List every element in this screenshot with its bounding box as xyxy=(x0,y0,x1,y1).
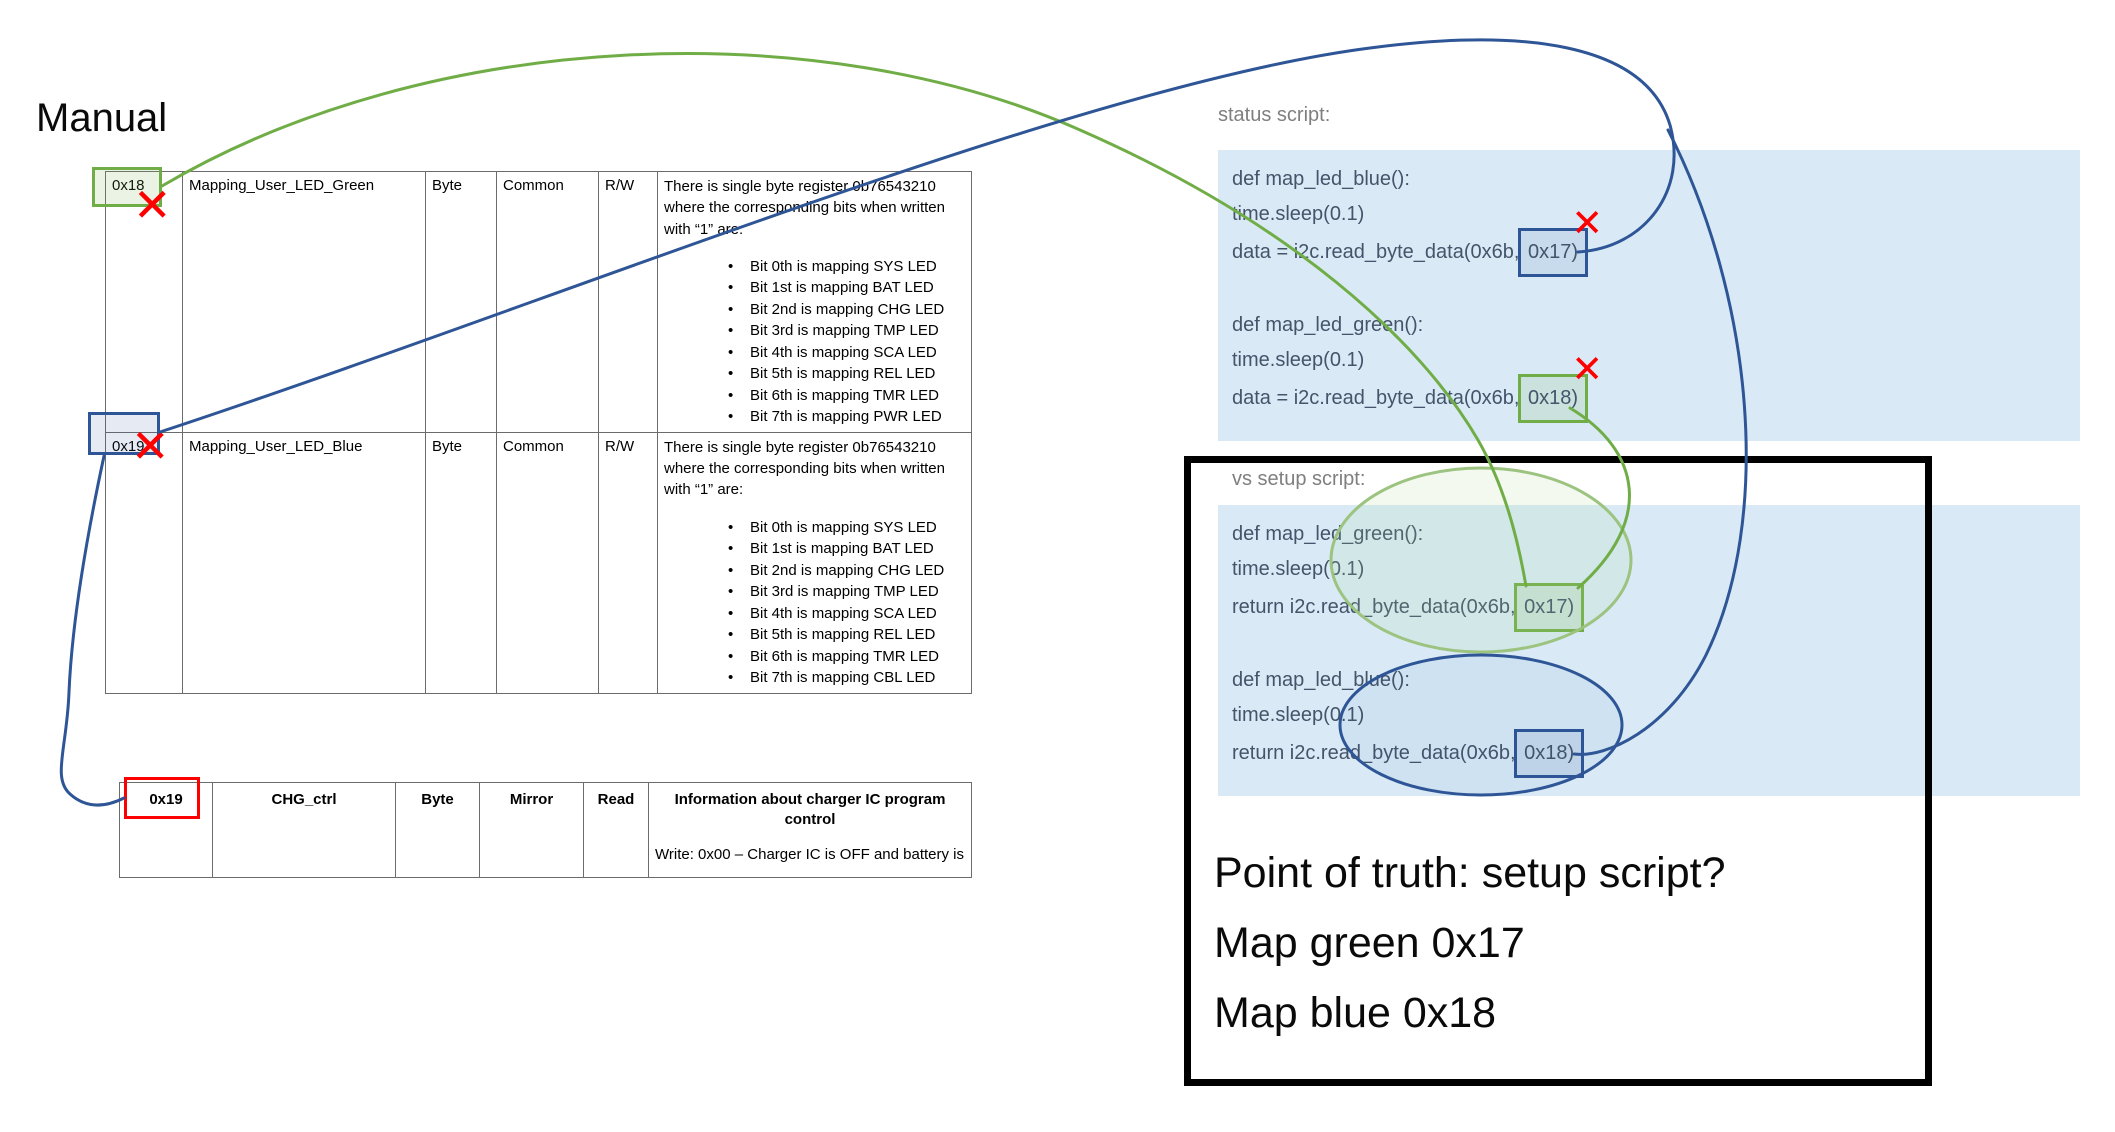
mirror-size-cell: Byte xyxy=(395,782,480,878)
code-line: time.sleep(0.1) xyxy=(1232,704,1365,726)
x-mark-icon: ✕ xyxy=(131,420,170,472)
bullet-item: Bit 0th is mapping SYS LED xyxy=(728,517,965,539)
bullet-item: Bit 4th is mapping SCA LED xyxy=(728,342,965,364)
register-table: 0x18 Mapping_User_LED_Green Byte Common … xyxy=(105,171,972,694)
bullet-item: Bit 6th is mapping TMR LED xyxy=(728,385,965,407)
reg-name-cell: Mapping_User_LED_Green xyxy=(182,171,426,433)
mirror-description-line: Write: 0x00 – Charger IC is OFF and batt… xyxy=(655,845,965,863)
bullet-list: Bit 0th is mapping SYS LED Bit 1st is ma… xyxy=(664,256,965,428)
comparison-box xyxy=(1184,456,1932,1086)
highlight-box-manual-0x18 xyxy=(92,167,162,207)
highlight-box-status-0x17: 0x17)✕ xyxy=(1518,205,1603,277)
reg-access-cell: Common xyxy=(496,431,599,694)
code-line: def map_led_green(): xyxy=(1232,314,1424,336)
reg-description-cell: There is single byte register 0b76543210… xyxy=(657,171,972,433)
table-row: 0x19 CHG_ctrl Byte Mirror Read Informati… xyxy=(119,782,972,878)
bullet-item: Bit 2nd is mapping CHG LED xyxy=(728,560,965,582)
reg-rw-cell: R/W xyxy=(598,171,658,433)
table-row: 0x18 Mapping_User_LED_Green Byte Common … xyxy=(105,171,972,433)
description-intro: There is single byte register 0b76543210… xyxy=(664,438,945,499)
bullet-list: Bit 0th is mapping SYS LED Bit 1st is ma… xyxy=(664,517,965,689)
code-text: data = i2c.read_byte_data(0x6b, xyxy=(1232,241,1525,263)
mirror-rw-cell: Read xyxy=(583,782,649,878)
conclusion-line: Map green 0x17 xyxy=(1214,919,1525,967)
bullet-item: Bit 2nd is mapping CHG LED xyxy=(728,299,965,321)
highlight-box-mirror-0x19 xyxy=(124,777,200,819)
mirror-table: 0x19 CHG_ctrl Byte Mirror Read Informati… xyxy=(119,782,972,878)
bullet-item: Bit 3rd is mapping TMP LED xyxy=(728,320,965,342)
manual-title: Manual xyxy=(36,96,168,140)
reg-name-cell: Mapping_User_LED_Blue xyxy=(182,431,426,694)
bullet-item: Bit 7th is mapping CBL LED xyxy=(728,667,965,689)
code-line: def map_led_blue(): xyxy=(1232,168,1410,190)
bullet-item: Bit 6th is mapping TMR LED xyxy=(728,646,965,668)
status-script-label: status script: xyxy=(1218,104,1331,126)
reg-size-cell: Byte xyxy=(425,171,497,433)
setup-script-label: vs setup script: xyxy=(1232,468,1366,490)
bullet-item: Bit 1st is mapping BAT LED xyxy=(728,277,965,299)
reg-rw-cell: R/W xyxy=(598,431,658,694)
mirror-description-cell: Information about charger IC program con… xyxy=(648,782,972,878)
table-row: 0x19 Mapping_User_LED_Blue Byte Common R… xyxy=(105,431,972,694)
bullet-item: Bit 3rd is mapping TMP LED xyxy=(728,581,965,603)
highlight-box-manual-0x19 xyxy=(88,412,160,455)
bullet-item: Bit 5th is mapping REL LED xyxy=(728,624,965,646)
bullet-item: Bit 5th is mapping REL LED xyxy=(728,363,965,385)
description-intro: There is single byte register 0b76543210… xyxy=(664,178,945,238)
highlight-box-status-0x18: 0x18)✕ xyxy=(1518,351,1603,423)
code-text: data = i2c.read_byte_data(0x6b, xyxy=(1232,387,1525,409)
x-mark-icon: ✕ xyxy=(1571,349,1604,391)
mirror-access-cell: Mirror xyxy=(479,782,584,878)
mirror-description-title: Information about charger IC program con… xyxy=(674,791,946,829)
reg-description-cell: There is single byte register 0b76543210… xyxy=(657,431,972,694)
bullet-item: Bit 7th is mapping PWR LED xyxy=(728,406,965,428)
x-mark-icon: ✕ xyxy=(1571,203,1604,245)
conclusion-line: Map blue 0x18 xyxy=(1214,989,1497,1037)
reg-access-cell: Common xyxy=(496,171,599,433)
mirror-name-cell: CHG_ctrl xyxy=(212,782,396,878)
conclusion-line: Point of truth: setup script? xyxy=(1214,849,1726,897)
bullet-item: Bit 0th is mapping SYS LED xyxy=(728,256,965,278)
reg-size-cell: Byte xyxy=(425,431,497,694)
status-script-block: def map_led_blue(): time.sleep(0.1) data… xyxy=(1218,150,2080,441)
code-line: data = i2c.read_byte_data(0x6b, 0x18)✕ xyxy=(1232,351,2080,423)
code-line: data = i2c.read_byte_data(0x6b, 0x17)✕ xyxy=(1232,205,2080,277)
conclusion-text: Point of truth: setup script? Map green … xyxy=(1214,838,1726,1048)
bullet-item: Bit 4th is mapping SCA LED xyxy=(728,603,965,625)
code-line: time.sleep(0.1) xyxy=(1232,203,1365,225)
code-line: time.sleep(0.1) xyxy=(1232,349,1365,371)
x-mark-icon: ✕ xyxy=(133,179,172,231)
bullet-item: Bit 1st is mapping BAT LED xyxy=(728,538,965,560)
code-line-blank xyxy=(1232,273,2080,308)
